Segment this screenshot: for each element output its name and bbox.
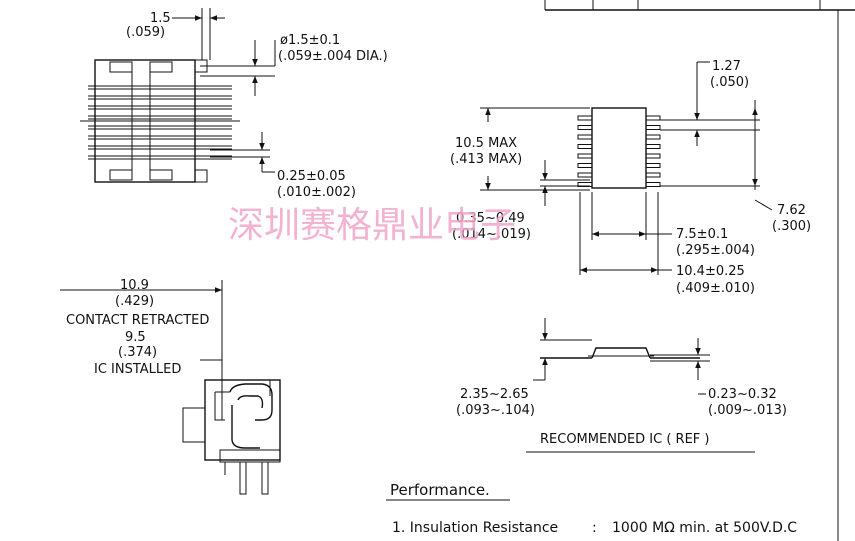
ic-lead	[577, 144, 593, 149]
dim-ic-pitch-value: 1.27	[712, 59, 741, 74]
dim-contact-retracted-label: CONTACT RETRACTED	[66, 313, 209, 328]
recommended-ic-side	[540, 339, 700, 359]
dim-contact-retracted-inch: (.429)	[115, 294, 154, 309]
socket-pins	[88, 85, 232, 160]
dim-ic-height-inch: (.413 MAX)	[450, 152, 522, 167]
dim-pin-thk-value: 0.25±0.05	[277, 169, 346, 184]
watermark-text: 深圳赛格鼎业电子	[228, 205, 516, 246]
dim-ic-height	[480, 107, 590, 191]
socket-top-view	[80, 59, 240, 183]
dim-hole-inch: (.059±.004 DIA.)	[278, 49, 388, 64]
ic-lead	[645, 182, 661, 187]
dim-ic-pitch-inch: (.050)	[710, 75, 749, 90]
dim-lead-thk	[650, 338, 710, 395]
ic-lead	[645, 125, 661, 130]
dim-contact-retracted	[60, 280, 223, 420]
performance-item-value: 1000 MΩ min. at 500V.D.C	[612, 520, 797, 536]
dim-ic-total-w-inch: (.409±.010)	[676, 281, 755, 296]
dim-lead-thk-value: 0.23~0.32	[708, 387, 777, 402]
dim-ic-span	[660, 100, 773, 211]
dim-pin-thk-inch: (.010±.002)	[277, 185, 356, 200]
ic-lead	[645, 115, 661, 121]
ic-lead	[577, 125, 593, 130]
dim-ic-lead-w	[540, 160, 590, 206]
dim-ic-span-value: 7.62	[777, 203, 806, 218]
dim-ic-thk-inch: (.093~.104)	[456, 403, 535, 418]
performance-item-label: 1. Insulation Resistance	[392, 520, 558, 536]
ic-lead	[577, 172, 593, 178]
dim-ic-installed-inch: (.374)	[118, 345, 157, 360]
ic-top-view	[577, 107, 661, 189]
dim-ic-body-w-inch: (.295±.004)	[676, 243, 755, 258]
ic-lead	[645, 153, 661, 159]
dim-ic-pitch	[660, 61, 760, 146]
dim-ic-total-w	[579, 192, 672, 275]
dim-ic-installed-label: IC INSTALLED	[94, 362, 181, 377]
dim-ic-body-w	[591, 192, 672, 240]
ic-lead	[577, 115, 593, 121]
dim-ic-total-w-value: 10.4±0.25	[676, 264, 745, 279]
dim-ic-thk	[533, 318, 548, 381]
dim-pitch-top	[172, 8, 225, 60]
ic-lead	[645, 172, 661, 178]
ic-lead	[645, 144, 661, 149]
dim-ic-lead-w-value: 0.35~0.49	[456, 211, 525, 226]
dim-ic-installed-value: 9.5	[125, 330, 146, 345]
ic-lead	[577, 153, 593, 159]
title-block-fragment	[544, 0, 855, 541]
dim-ic-body-w-value: 7.5±0.1	[676, 227, 728, 242]
dim-contact-retracted-value: 10.9	[120, 278, 149, 293]
dim-ic-lead-w-inch: (.014~.019)	[452, 227, 531, 242]
dim-ic-height-value: 10.5 MAX	[455, 136, 517, 151]
dim-lead-thk-inch: (.009~.013)	[708, 403, 787, 418]
dim-ic-span-inch: (.300)	[772, 219, 811, 234]
dim-pitch-inch: (.059)	[126, 25, 165, 40]
dim-pitch-value: 1.5	[150, 11, 171, 26]
performance-item-sep: :	[592, 520, 597, 536]
ic-lead	[577, 134, 593, 140]
ic-lead	[577, 163, 593, 168]
ic-leads	[577, 115, 661, 187]
dim-pin-thk	[210, 132, 275, 173]
ic-lead	[645, 163, 661, 168]
dim-ic-thk-value: 2.35~2.65	[460, 387, 529, 402]
dim-hole-value: ø1.5±0.1	[280, 33, 340, 48]
socket-side-section	[182, 379, 281, 495]
ic-lead	[645, 134, 661, 140]
performance-title: Performance.	[390, 481, 490, 499]
dim-hole	[200, 40, 276, 96]
recommended-ic-title: RECOMMENDED IC ( REF )	[540, 432, 709, 447]
